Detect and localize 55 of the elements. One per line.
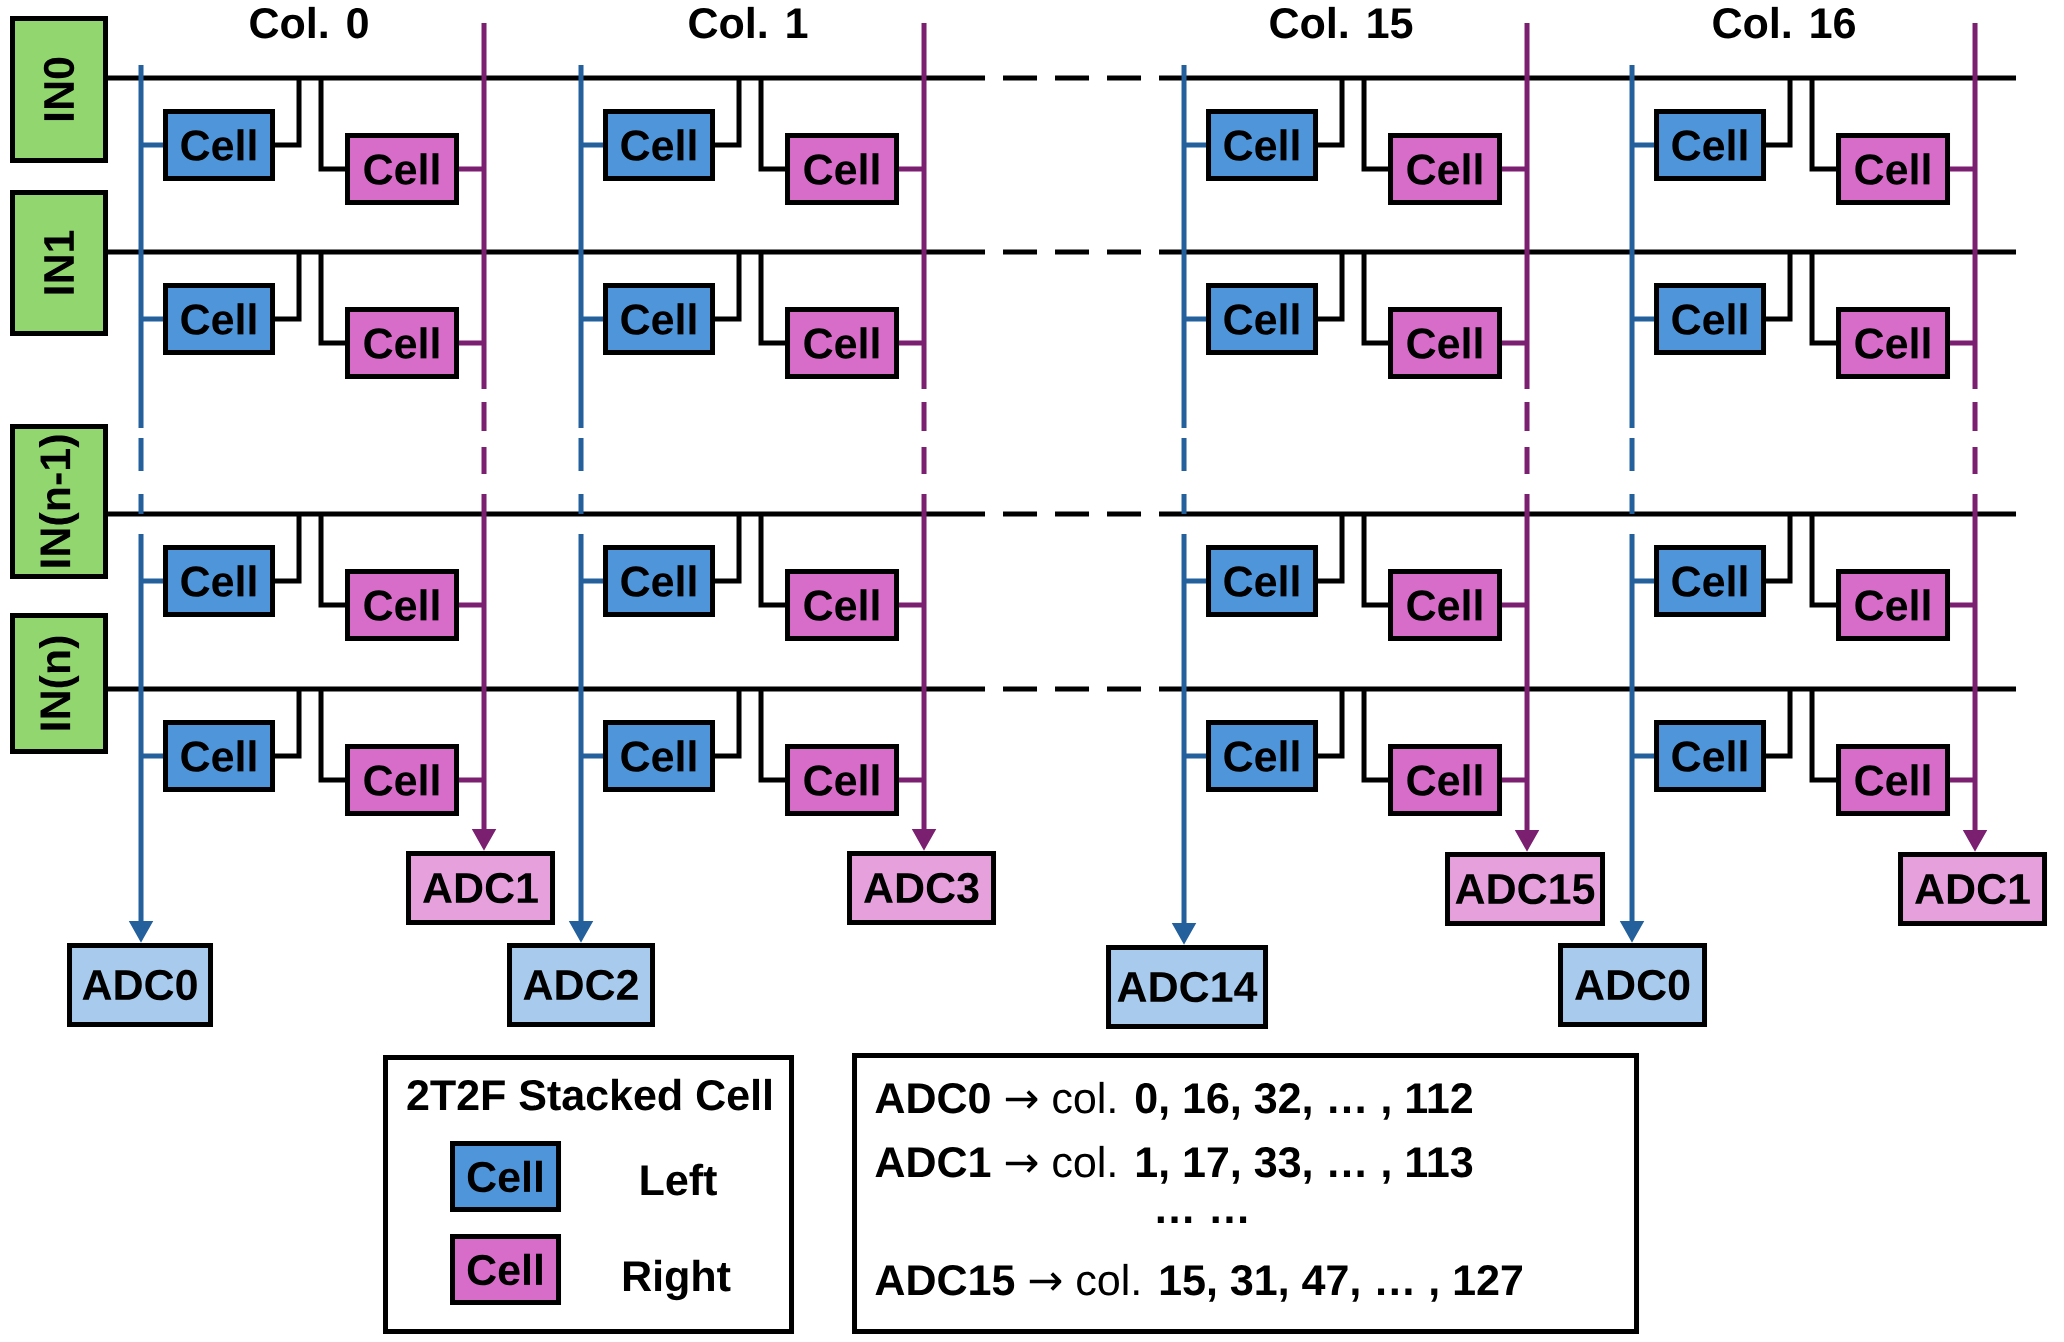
cell-box: Cell	[345, 307, 459, 379]
legend-label: Right	[624, 1259, 731, 1301]
cell-box: Cell	[163, 283, 275, 355]
cell-box: Cell	[1206, 283, 1318, 355]
column-heading: Col. 1	[689, 6, 808, 39]
cell-box: Cell	[603, 545, 715, 617]
cell-box: Cell	[1654, 545, 1767, 617]
cell-box: Cell	[1206, 720, 1318, 792]
cell-box: Cell	[1654, 109, 1767, 181]
cell-box: Cell	[785, 307, 899, 379]
adc-box: ADC15	[1445, 852, 1605, 926]
adc-box: ADC0	[67, 943, 213, 1027]
row-line	[105, 75, 2019, 172]
cell-box: Cell	[1388, 133, 1502, 205]
cell-box: Cell	[1836, 744, 1950, 816]
row-line	[105, 686, 2019, 783]
column-heading: Col. 0	[250, 6, 368, 39]
cell-box: Cell	[785, 744, 899, 816]
cell-box: Cell	[1206, 545, 1318, 617]
input-box: IN1	[10, 190, 108, 336]
cell-box: Cell	[1836, 569, 1950, 641]
cell-box: Cell	[1388, 744, 1502, 816]
cell-box: Cell	[603, 283, 715, 355]
adc-box: ADC1	[1898, 852, 2048, 926]
cell-box: Cell	[1388, 569, 1502, 641]
cell-box: Cell	[785, 569, 899, 641]
adc-box: ADC0	[1558, 943, 1707, 1027]
input-box: IN0	[10, 16, 108, 163]
cell-box: Cell	[1654, 720, 1767, 792]
input-box: IN(n)	[10, 613, 108, 754]
cell-box: Cell	[345, 744, 459, 816]
cell-box: Cell	[163, 545, 275, 617]
adc-box: ADC1	[406, 851, 555, 925]
cell-box: Cell	[345, 569, 459, 641]
cell-box: Cell	[1388, 307, 1502, 379]
cell-box: Cell	[1836, 133, 1950, 205]
legend-label: Left	[641, 1163, 717, 1196]
note-box: ADC0 → col. 0, 16, 32, … , 112 ADC1 → col. 1, 17, 33, … , 113 … … ADC15 → col. 15, 31, 47, … , 127	[852, 1053, 1639, 1334]
cell-box: Cell	[785, 133, 899, 205]
cell-box: Cell	[603, 109, 715, 181]
cell-box: Cell	[1836, 307, 1950, 379]
row-line	[105, 511, 2019, 608]
adc-box: ADC2	[507, 943, 655, 1027]
cell-box: Cell	[603, 720, 715, 792]
input-box: IN(n-1)	[10, 424, 108, 579]
adc-box: ADC3	[847, 851, 996, 925]
cell-box: Cell	[345, 133, 459, 205]
column-heading: Col. 15	[1270, 6, 1413, 39]
cell-box: Cell	[163, 720, 275, 792]
cell-box: Cell	[1654, 283, 1767, 355]
row-line	[105, 249, 2019, 346]
cell-box: Cell	[163, 109, 275, 181]
column-heading: Col. 16	[1713, 6, 1855, 39]
adc-box: ADC14	[1106, 945, 1268, 1029]
cell-box: Cell	[1206, 109, 1318, 181]
